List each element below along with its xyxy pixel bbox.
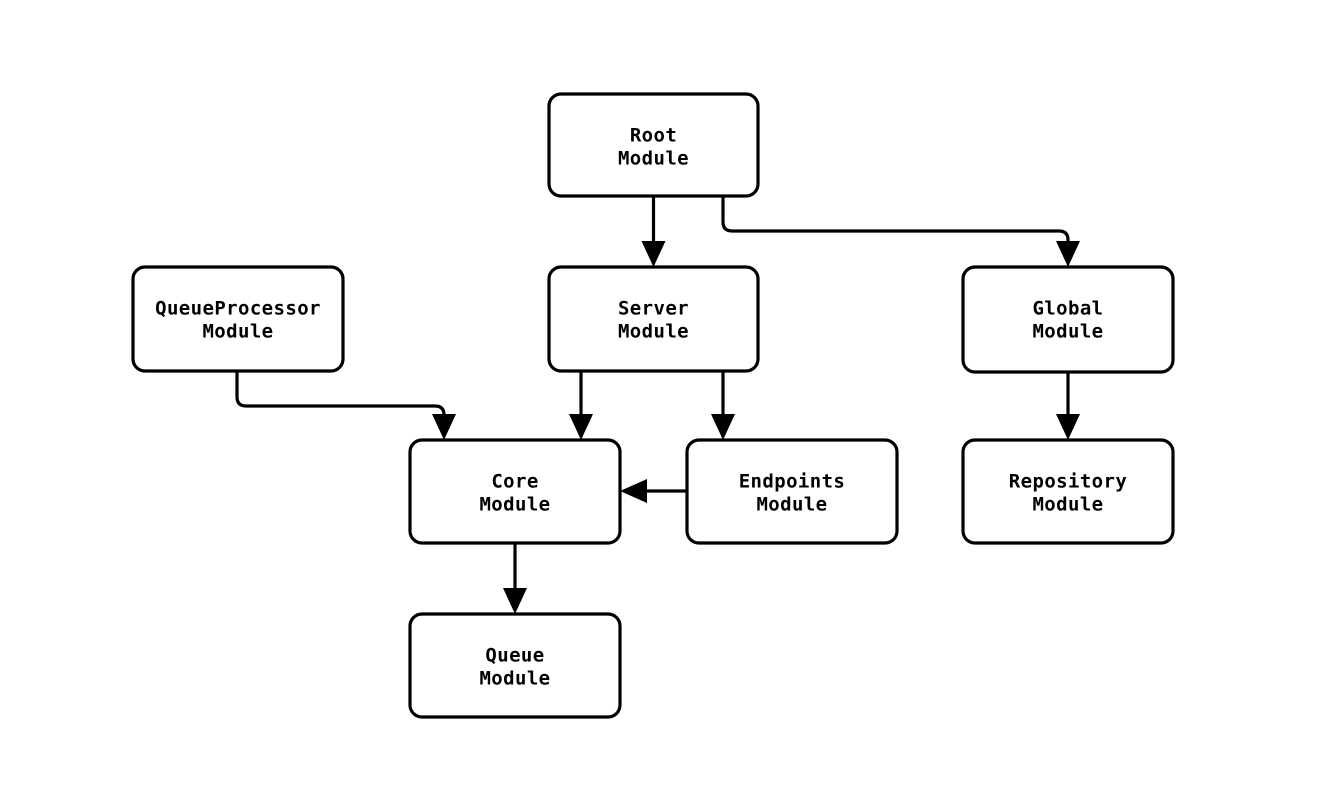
node-repository-module[interactable]: Repository Module	[961, 438, 1175, 545]
edge-queueprocessor-to-core-arrowhead	[432, 414, 456, 440]
edge-root-to-server	[641, 196, 666, 267]
node-layer: Root Module QueueProcessor Module Server…	[131, 92, 1175, 719]
node-root-module-box[interactable]	[547, 92, 760, 198]
node-queue-module-label-line2: Module	[479, 668, 550, 690]
node-global-module-label-line1: Global	[1032, 298, 1103, 320]
edge-root-to-global-arrowhead	[1056, 241, 1080, 267]
node-endpoints-module-label-line1: Endpoints	[739, 471, 846, 493]
edge-root-to-server-arrowhead	[641, 241, 666, 267]
node-server-module-label-line2: Module	[618, 321, 689, 343]
node-server-module[interactable]: Server Module	[547, 265, 760, 373]
edge-queueprocessor-to-core	[235, 371, 456, 440]
node-root-module[interactable]: Root Module	[547, 92, 760, 198]
edge-queueprocessor-to-core-line	[235, 371, 446, 425]
edge-root-to-global	[721, 196, 1080, 267]
edge-endpoints-to-core	[620, 479, 687, 503]
node-core-module[interactable]: Core Module	[408, 438, 622, 545]
node-endpoints-module[interactable]: Endpoints Module	[685, 438, 899, 545]
node-server-module-box[interactable]	[547, 265, 760, 373]
node-repository-module-label-line1: Repository	[1009, 471, 1127, 493]
edge-server-to-core-arrowhead	[569, 414, 593, 440]
node-global-module-box[interactable]	[961, 265, 1175, 374]
edge-server-to-core	[569, 371, 593, 440]
node-queue-module-label-line1: Queue	[485, 645, 544, 667]
node-server-module-label-line1: Server	[618, 298, 689, 320]
edge-layer	[235, 196, 1080, 614]
node-queueprocessor-module-box[interactable]	[131, 265, 345, 373]
edge-server-to-endpoints-arrowhead	[711, 414, 735, 440]
edge-global-to-repository-arrowhead	[1056, 414, 1080, 440]
node-global-module[interactable]: Global Module	[961, 265, 1175, 374]
node-global-module-label-line2: Module	[1032, 321, 1103, 343]
edge-endpoints-to-core-arrowhead	[620, 479, 647, 503]
edge-root-to-global-line	[721, 196, 1070, 251]
edge-core-to-queue-arrowhead	[503, 588, 527, 614]
node-queueprocessor-module-label-line1: QueueProcessor	[155, 298, 321, 320]
edge-server-to-endpoints	[711, 371, 735, 440]
node-endpoints-module-box[interactable]	[685, 438, 899, 545]
node-root-module-label-line2: Module	[618, 148, 689, 170]
node-repository-module-box[interactable]	[961, 438, 1175, 545]
node-queue-module-box[interactable]	[408, 612, 622, 719]
node-core-module-label-line1: Core	[491, 471, 538, 493]
node-repository-module-label-line2: Module	[1032, 494, 1103, 516]
node-endpoints-module-label-line2: Module	[756, 494, 827, 516]
node-queueprocessor-module-label-line2: Module	[202, 321, 273, 343]
node-core-module-label-line2: Module	[479, 494, 550, 516]
node-queueprocessor-module[interactable]: QueueProcessor Module	[131, 265, 345, 373]
node-core-module-box[interactable]	[408, 438, 622, 545]
node-queue-module[interactable]: Queue Module	[408, 612, 622, 719]
edge-core-to-queue	[503, 543, 527, 614]
node-root-module-label-line1: Root	[630, 125, 677, 147]
edge-global-to-repository	[1056, 372, 1080, 440]
